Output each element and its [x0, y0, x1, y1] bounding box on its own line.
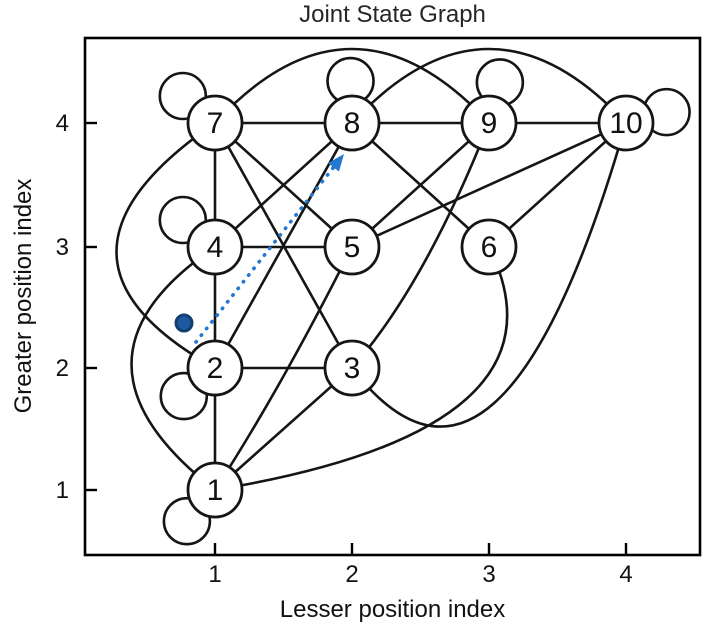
- node-9: [460, 94, 518, 152]
- self-loop-1: [162, 496, 212, 546]
- node-label-10: 10: [609, 107, 642, 140]
- node-label-2: 2: [207, 352, 224, 385]
- x-tick-label-3: 3: [482, 561, 495, 588]
- current-state-dot: [174, 313, 194, 333]
- node-4: [186, 218, 244, 276]
- x-tick-label-2: 2: [345, 561, 358, 588]
- edge-5-10: [351, 121, 627, 249]
- node-label-6: 6: [481, 231, 498, 264]
- self-loop-7: [158, 71, 208, 121]
- node-6: [460, 218, 518, 276]
- edge-8-10: [351, 47, 627, 124]
- node-label-9: 9: [481, 107, 498, 140]
- figure-title: Joint State Graph: [299, 1, 486, 28]
- edge-1-5: [213, 246, 354, 491]
- node-label-8: 8: [344, 107, 361, 140]
- node-3: [323, 339, 381, 397]
- y-axis-label-text: Greater position index: [10, 178, 37, 414]
- x-axis-label: Lesser position index: [279, 596, 506, 623]
- self-loop-2: [159, 371, 209, 421]
- node-label-7: 7: [207, 107, 224, 140]
- y-tick-label-1: 1: [56, 477, 69, 504]
- edge-7-5: [214, 122, 353, 248]
- self-loop-4: [158, 195, 208, 245]
- y-tick-label-2: 2: [56, 355, 69, 382]
- node-label-3: 3: [344, 352, 361, 385]
- node-7: [186, 94, 244, 152]
- edge-3-10: [350, 122, 628, 428]
- edge-7-2: [115, 121, 216, 370]
- y-tick-label-3: 3: [56, 234, 69, 261]
- edge-1-3: [214, 367, 353, 491]
- edge-5-9: [351, 122, 490, 248]
- edge-9-3: [351, 122, 491, 369]
- edge-7-9: [214, 47, 490, 124]
- edge-4-1: [130, 245, 216, 492]
- node-label-1: 1: [207, 474, 224, 507]
- y-tick-label-4: 4: [56, 110, 69, 137]
- node-label-5: 5: [344, 231, 361, 264]
- edge-1-6: [214, 246, 509, 492]
- node-1: [186, 461, 244, 519]
- node-5: [323, 218, 381, 276]
- node-8: [323, 94, 381, 152]
- node-10: [597, 94, 655, 152]
- axes-box: [83, 36, 702, 557]
- x-tick-label-1: 1: [208, 561, 221, 588]
- transition-arrow-line: [194, 163, 338, 344]
- node-label-4: 4: [207, 231, 224, 264]
- edge-6-10: [488, 122, 627, 248]
- transition-arrow-head: [327, 154, 344, 172]
- node-2: [186, 339, 244, 397]
- x-tick-label-4: 4: [619, 561, 632, 588]
